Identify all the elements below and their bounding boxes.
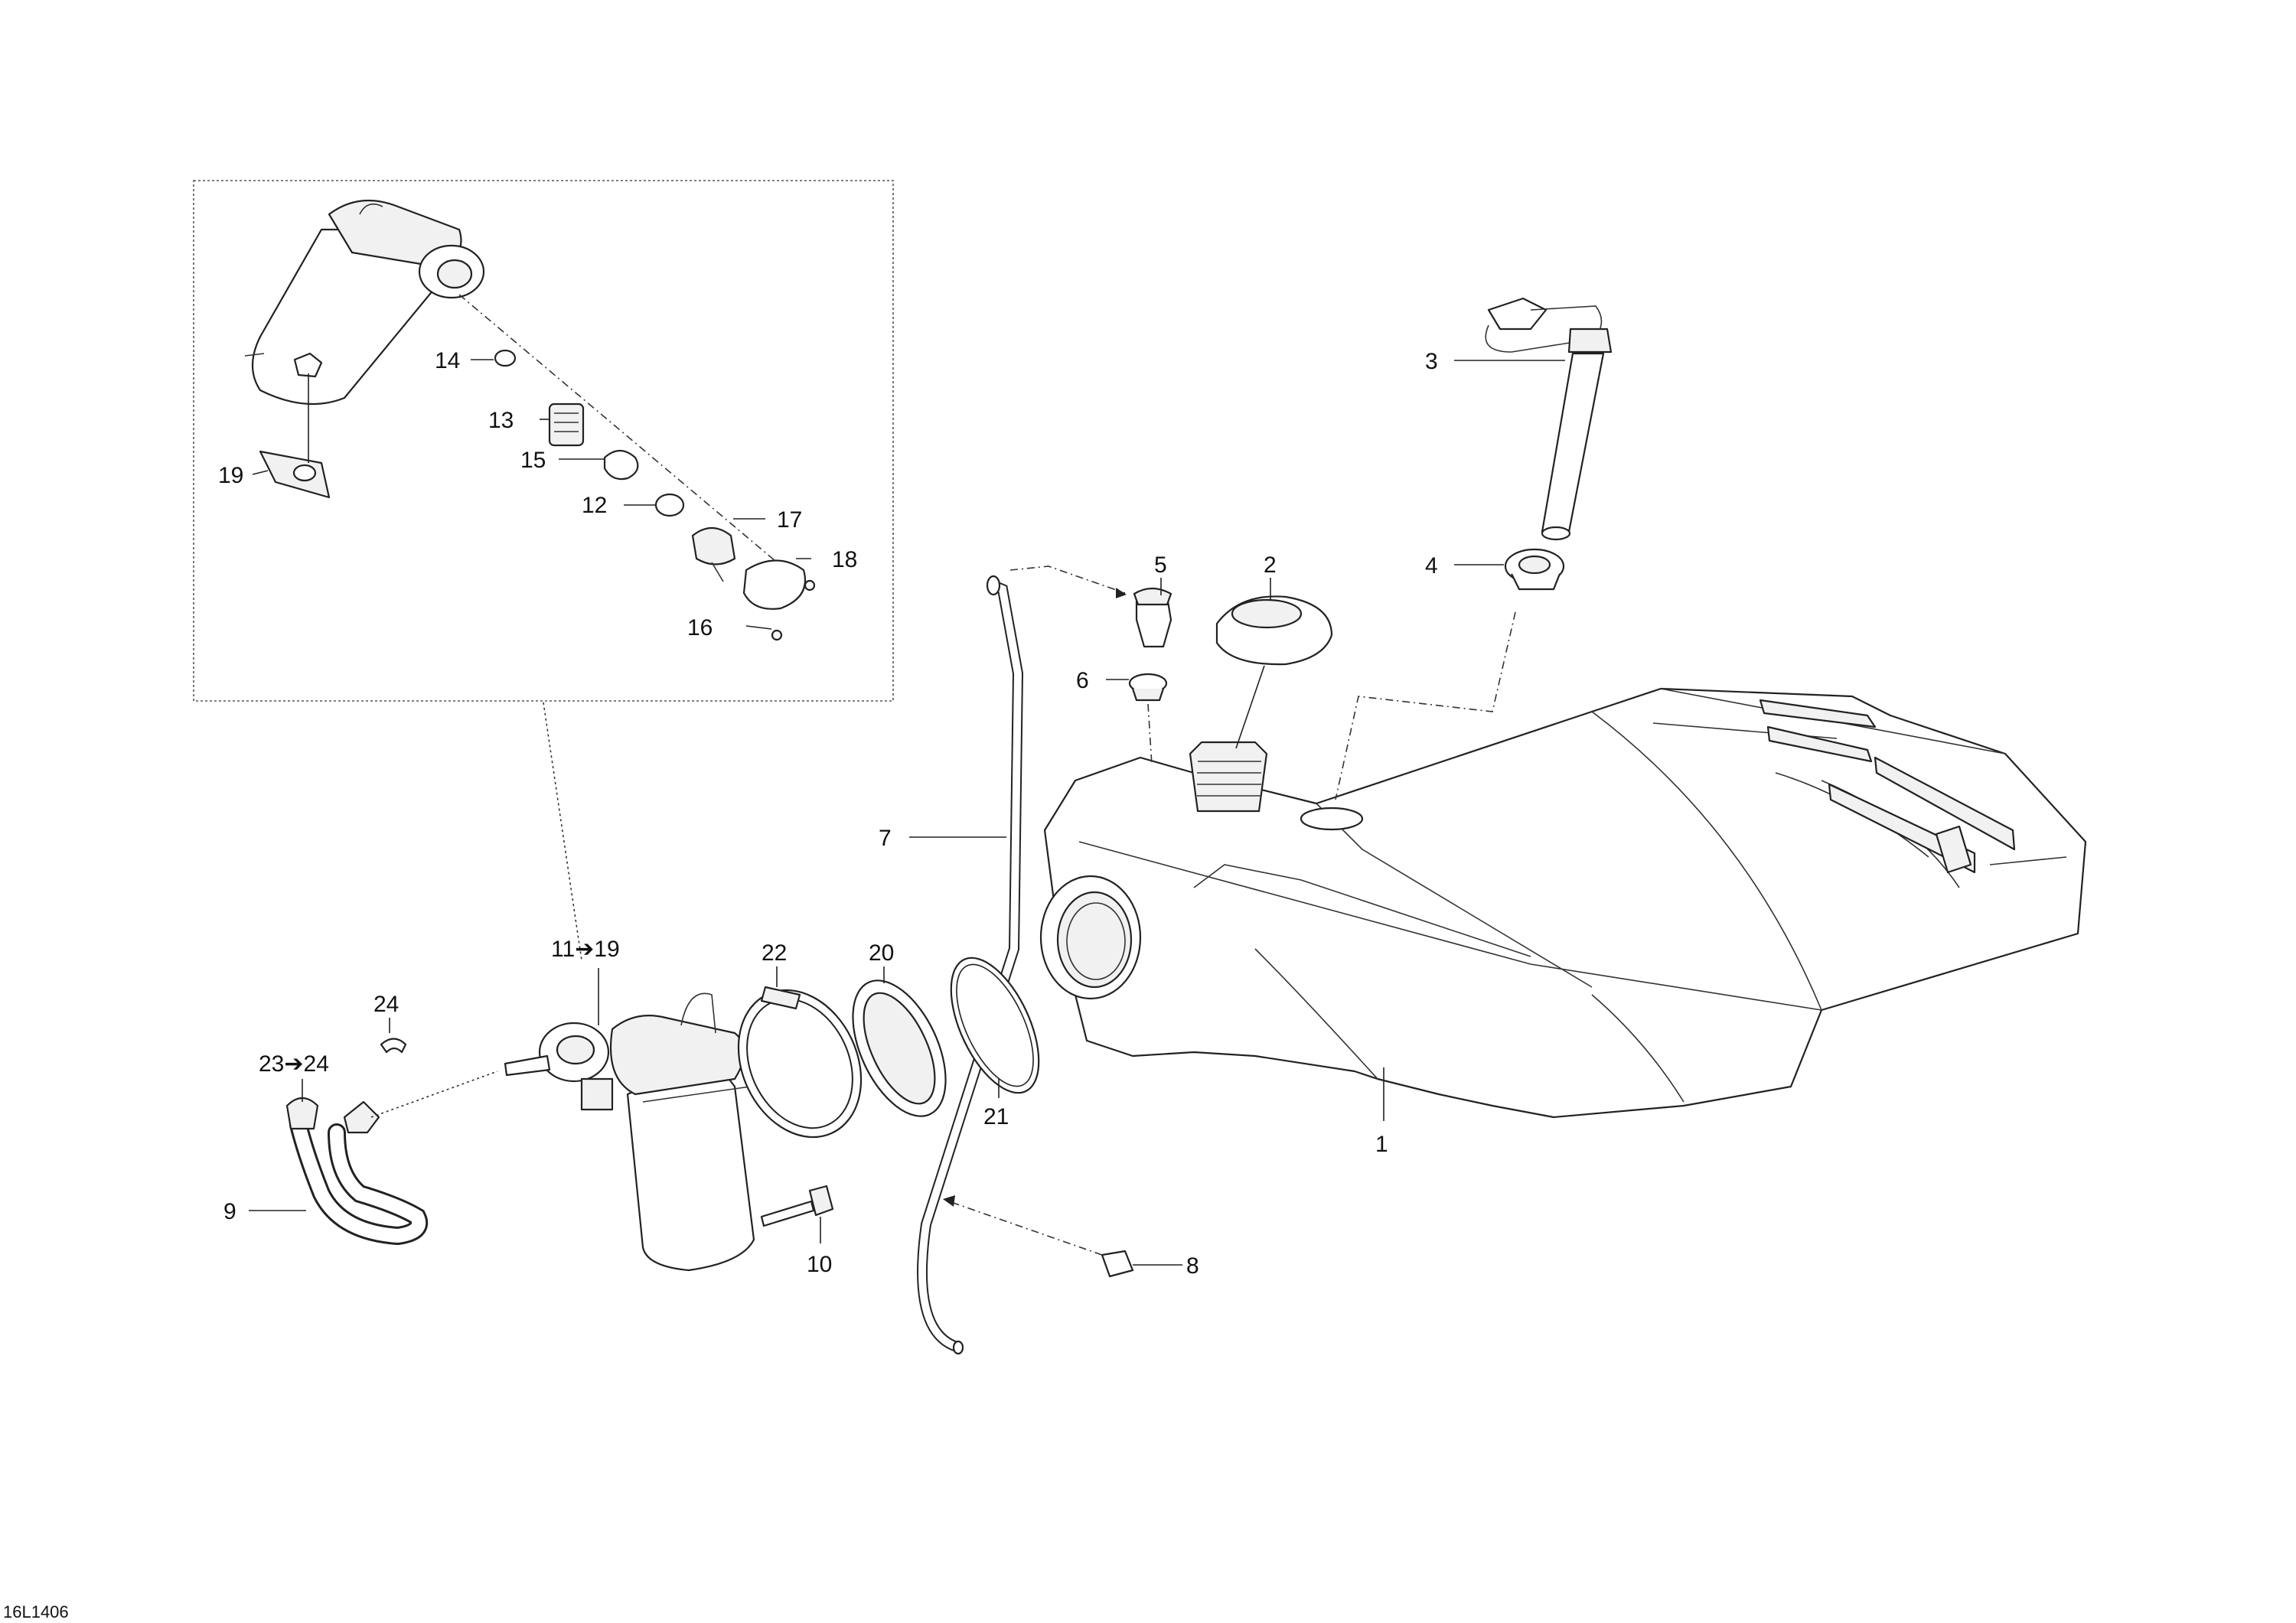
callout-12: 12: [582, 493, 607, 518]
fuel-tank-part-1: [1039, 687, 2087, 1119]
callout-10: 10: [807, 1252, 832, 1277]
fuel-cap-part-2: [1215, 578, 1333, 749]
fuel-level-sender-part-3: [1454, 297, 1613, 541]
filler-neck-icon: [1189, 741, 1268, 813]
callout-24: 24: [373, 992, 399, 1017]
callout-16: 16: [687, 615, 713, 640]
hose-clip-part-8: [943, 1195, 1182, 1278]
fuel-pump-detail-inset: [193, 180, 894, 702]
callout-18: 18: [832, 547, 857, 572]
drawing-code: 16L1406: [3, 1602, 69, 1621]
inset-regulator-part-17: [691, 526, 736, 582]
callout-8: 8: [1186, 1253, 1199, 1279]
callout-14: 14: [435, 348, 460, 373]
inset-fuel-pump-body: [244, 199, 485, 406]
callout-21: 21: [983, 1104, 1009, 1129]
inset-o-ring-part-12: [654, 493, 685, 517]
inset-plate-part-18: [742, 559, 807, 610]
callout-17: 17: [777, 507, 802, 533]
callout-11-19: 11➔19: [551, 937, 620, 962]
inset-filter-part-13: [548, 402, 585, 447]
callout-6: 6: [1076, 668, 1089, 693]
callout-19: 19: [218, 463, 243, 488]
inset-o-ring-part-14: [494, 349, 517, 367]
inset-bracket-part-19: [259, 373, 331, 499]
callout-4: 4: [1425, 553, 1438, 578]
grommet-part-6: [1106, 673, 1168, 766]
callout-5: 5: [1154, 552, 1167, 578]
small-clip-part-24: [380, 1018, 407, 1054]
vent-valve-part-5: [1133, 578, 1172, 648]
callout-22: 22: [762, 940, 787, 966]
callout-labels: 1 2 3 4 5 6 7 8 9 10 11➔19 12 13 14 15 1…: [218, 348, 1438, 1279]
hose-clamp-part-22: [737, 966, 863, 1139]
inset-clip-part-15: [603, 449, 639, 481]
bolt-part-10: [760, 1185, 834, 1243]
callout-7: 7: [879, 826, 892, 851]
fuel-line-part-9: [249, 1071, 498, 1246]
callout-2: 2: [1264, 552, 1277, 578]
callout-9: 9: [223, 1199, 236, 1224]
callout-13: 13: [488, 408, 514, 433]
callout-1: 1: [1375, 1132, 1388, 1157]
callout-20: 20: [869, 940, 894, 966]
callout-23-24: 23➔24: [259, 1051, 329, 1077]
fuel-pump-assembly-part-11: [504, 968, 755, 1272]
grommet-part-4: [1335, 548, 1565, 800]
callout-3: 3: [1425, 349, 1438, 374]
lock-ring-part-20: [852, 966, 947, 1117]
inset-screw-part-16b: [804, 579, 816, 592]
callout-15: 15: [520, 448, 546, 473]
inset-screw-part-16a: [771, 629, 783, 641]
seal-ring-part-21: [950, 957, 1040, 1098]
